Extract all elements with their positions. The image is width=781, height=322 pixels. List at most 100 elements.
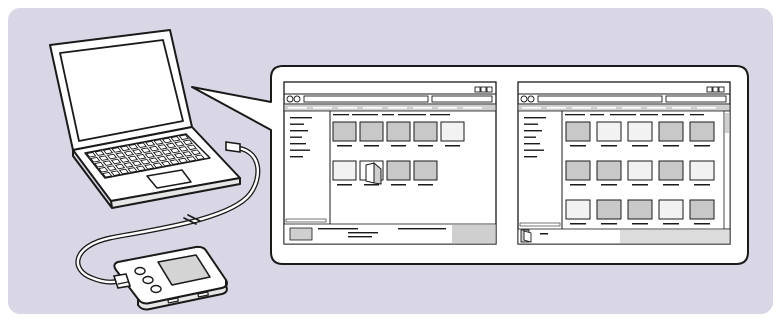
file-thumbnail [414,161,437,180]
column-header-line [398,114,426,115]
status-line [348,232,378,233]
toolbar-tab [647,107,666,109]
file-thumbnail [597,200,621,219]
sidebar-line [290,137,302,138]
file-thumbnail [628,161,652,180]
right-file-window [518,82,730,244]
column-header-line [430,114,450,115]
file-thumbnail [628,200,652,219]
file-thumbnail [360,122,383,141]
file-thumbnail [333,161,356,180]
column-header-line [565,114,585,115]
sidebar-line [524,156,537,157]
thumbnail-caption [418,184,433,186]
thumbnail-caption [663,145,679,147]
thumbnail-caption [364,184,379,186]
toolbar-tab [597,107,616,109]
sidebar-line [524,117,546,118]
thumbnail-caption [663,184,679,186]
toolbar-tab [622,107,641,109]
thumbnail-caption [570,145,586,147]
thumbnail-caption [418,145,433,147]
thumbnail-caption [445,145,460,147]
thumbnail-caption [337,184,352,186]
thumbnail-caption [337,145,352,147]
file-thumbnail [566,200,590,219]
column-header-line [662,114,684,115]
toolbar-tab [438,107,457,109]
column-header-line [382,114,394,115]
file-thumbnail [597,161,621,180]
toolbar-tab [338,107,357,109]
thumbnail-caption [601,184,617,186]
toolbar-tab [547,107,566,109]
toolbar-tab [288,107,307,109]
sidebar-line [524,150,544,151]
left-file-window [284,82,496,244]
toolbar-tab [413,107,432,109]
toolbar-tab [522,107,541,109]
column-header-line [590,114,604,115]
sidebar-line [290,130,308,131]
status-line [348,236,372,237]
sidebar-line [290,150,310,151]
thumbnail-caption [694,223,710,225]
sidebar-line [290,143,306,144]
thumbnail-caption [391,145,406,147]
toolbar-tab [463,107,482,109]
toolbar-tab [388,107,407,109]
status-line [318,228,358,229]
column-header-line [640,114,658,115]
file-thumbnail [414,122,437,141]
right-thumbnail-grid [566,122,714,225]
sidebar-footer [520,223,560,226]
file-thumbnail [597,122,621,141]
thumbnail-caption [391,184,406,186]
sidebar-line [290,117,312,118]
file-thumbnail [566,122,590,141]
file-thumbnail [566,161,590,180]
drag-file-icon [366,163,374,183]
file-thumbnail [690,200,714,219]
file-thumbnail [441,122,464,141]
file-thumbnail [659,122,683,141]
sidebar-line [290,156,303,157]
file-thumbnail [333,122,356,141]
file-thumbnail [659,161,683,180]
thumbnail-caption [694,145,710,147]
toolbar-tab [697,107,716,109]
thumbnail-caption [364,145,379,147]
thumbnail-caption [632,223,648,225]
sidebar-line [524,143,540,144]
laptop-connector-icon [226,142,240,152]
thumbnail-caption [632,145,648,147]
thumbnail-caption [601,145,617,147]
sidebar-line [290,124,304,125]
column-header-line [352,114,378,115]
column-header-line [610,114,636,115]
file-thumbnail [690,122,714,141]
file-thumbnail [387,161,410,180]
thumbnail-caption [694,184,710,186]
sidebar-footer [286,219,326,222]
column-header-line [690,114,704,115]
toolbar-tab [672,107,691,109]
thumbnail-caption [632,184,648,186]
thumbnail-caption [663,223,679,225]
sidebar-line [524,130,542,131]
toolbar-tab [363,107,382,109]
toolbar-tab [313,107,332,109]
file-thumbnail [628,122,652,141]
thumbnail-caption [570,223,586,225]
sidebar-line [524,137,536,138]
sidebar-line [524,124,538,125]
file-thumbnail [659,200,683,219]
toolbar-tab [572,107,591,109]
file-thumbnail [387,122,410,141]
column-header-line [333,114,349,115]
status-line [398,228,446,229]
file-thumbnail [690,161,714,180]
thumbnail-caption [570,184,586,186]
